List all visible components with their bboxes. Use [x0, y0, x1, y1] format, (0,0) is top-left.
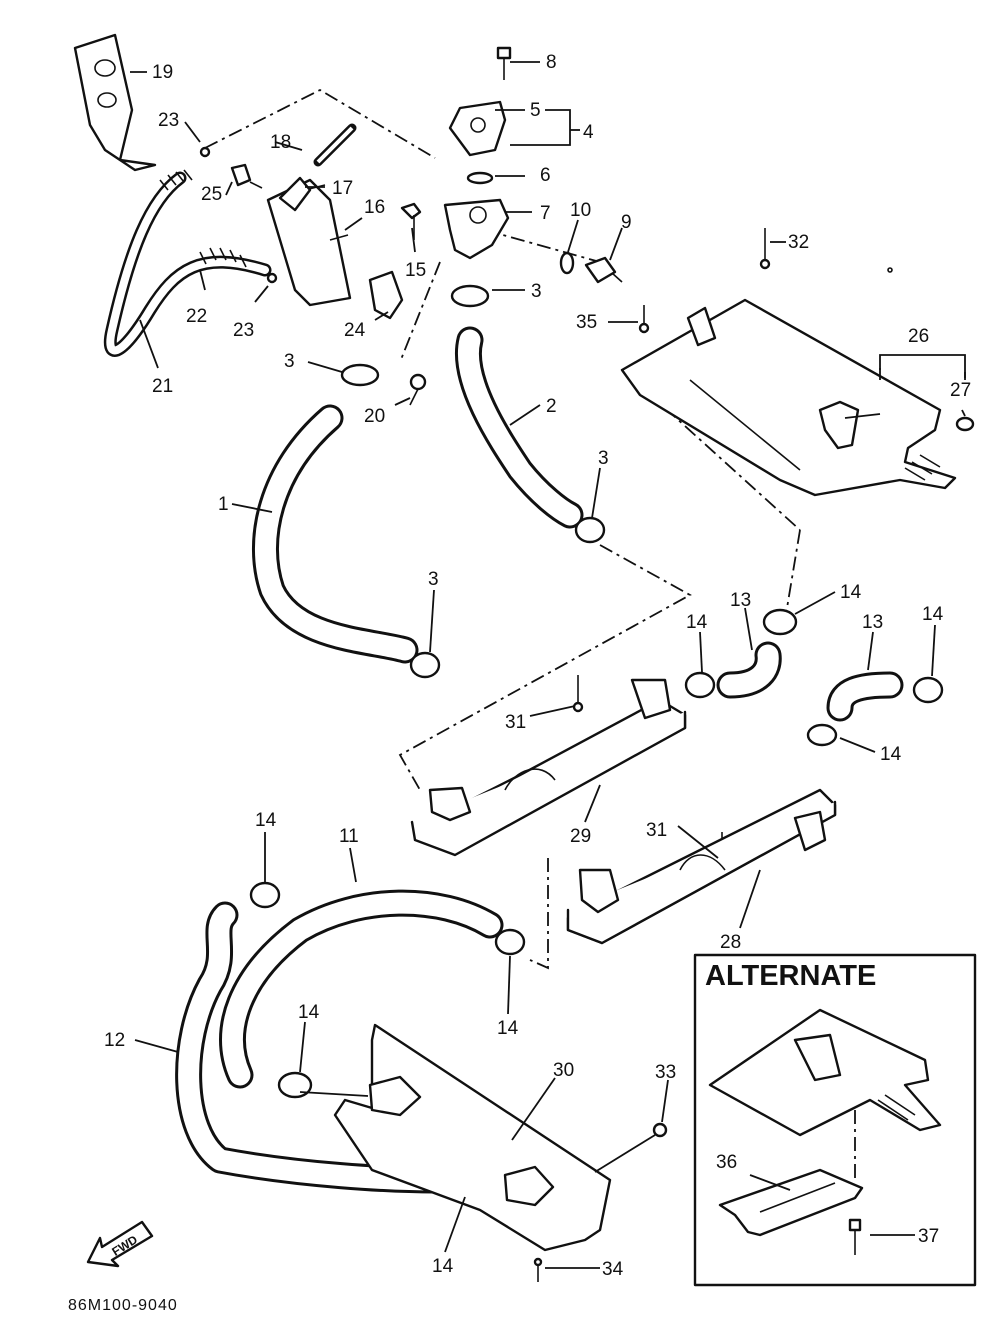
callout-18: 18 [270, 132, 291, 153]
callout-21: 21 [152, 376, 173, 397]
callout-13a: 13 [730, 590, 751, 611]
callout-14e: 14 [255, 810, 277, 831]
callout-29: 29 [570, 826, 591, 847]
callout-3a: 3 [531, 281, 542, 302]
callout-4: 4 [583, 122, 594, 143]
callout-30: 30 [553, 1060, 574, 1081]
callout-14a: 14 [840, 582, 862, 603]
assembly-lines [204, 88, 856, 1180]
callout-5: 5 [530, 100, 541, 121]
radiator-cap-5 [448, 100, 507, 157]
callout-20: 20 [364, 406, 385, 427]
callout-32: 32 [788, 232, 809, 253]
hoses [103, 123, 904, 1194]
front-arrow-icon [86, 1220, 154, 1268]
callout-1: 1 [218, 494, 229, 515]
callout-3b: 3 [284, 351, 295, 372]
callout-27: 27 [950, 380, 971, 401]
callout-19: 19 [152, 62, 173, 83]
drawing-code: 86M100-9040 [68, 1297, 178, 1314]
alternate-inset: ALTERNATE [693, 953, 977, 1287]
callout-25: 25 [201, 184, 222, 205]
callout-37: 37 [918, 1226, 939, 1247]
callout-36: 36 [716, 1152, 737, 1173]
callout-14b: 14 [686, 612, 708, 633]
alternate-bracket-36 [718, 1168, 864, 1237]
alternate-label: ALTERNATE [705, 960, 876, 992]
callout-24: 24 [344, 320, 366, 341]
callout-14d: 14 [880, 744, 902, 765]
filler-neck-7 [443, 198, 510, 260]
callout-34: 34 [602, 1259, 624, 1280]
callout-14f: 14 [497, 1018, 519, 1039]
callout-14g: 14 [298, 1002, 320, 1023]
cover-26 [620, 298, 957, 497]
callout-9: 9 [621, 212, 632, 233]
callout-15: 15 [405, 260, 426, 281]
callout-10: 10 [570, 200, 591, 221]
callout-8: 8 [546, 52, 557, 73]
callout-26: 26 [908, 326, 929, 347]
callout-2: 2 [546, 396, 557, 417]
callout-12: 12 [104, 1030, 125, 1051]
leader-lines [130, 61, 966, 1269]
callout-23b: 23 [233, 320, 254, 341]
callout-11: 11 [339, 826, 359, 847]
callout-14c: 14 [922, 604, 944, 625]
callout-35: 35 [576, 312, 597, 333]
callout-33: 33 [655, 1062, 676, 1083]
callout-7: 7 [540, 203, 551, 224]
parts: FWD [73, 33, 975, 1282]
callout-28: 28 [720, 932, 741, 953]
callout-6: 6 [540, 165, 551, 186]
callout-16: 16 [364, 197, 385, 218]
callout-23a: 23 [158, 110, 179, 131]
callout-numbers: 1 2 3 3 3 3 4 5 6 7 8 9 10 11 12 13 13 1… [104, 52, 971, 1280]
water-jacket-30 [333, 1023, 612, 1252]
callout-3d: 3 [428, 569, 439, 590]
callout-31a: 31 [505, 712, 526, 733]
callout-14h: 14 [432, 1256, 454, 1277]
callout-31b: 31 [646, 820, 667, 841]
callout-13b: 13 [862, 612, 883, 633]
reservoir-tank-16 [266, 178, 352, 307]
callout-17: 17 [332, 178, 353, 199]
callout-3c: 3 [598, 448, 609, 469]
callout-22: 22 [186, 306, 207, 327]
